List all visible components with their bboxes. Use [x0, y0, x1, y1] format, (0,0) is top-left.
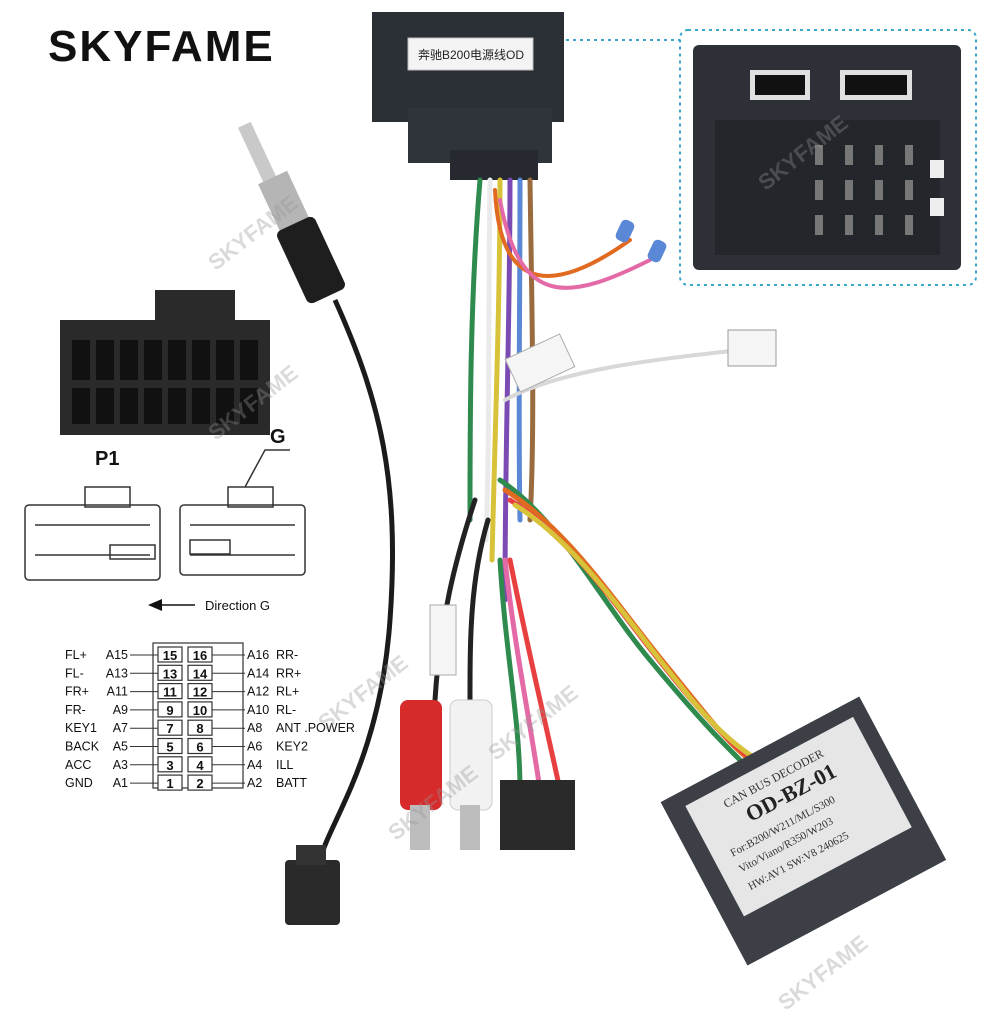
pin-name-left: FL+ — [65, 648, 87, 662]
pin-code-right: A4 — [247, 758, 262, 772]
iso-16pin-connector — [60, 290, 270, 435]
pin-name-right: ANT .POWER — [276, 721, 355, 735]
antenna-adapter-end — [285, 845, 340, 925]
pin-code-left: A3 — [113, 758, 128, 772]
blue-lead-terminal — [647, 239, 667, 263]
pin-number: 10 — [193, 703, 207, 718]
pin-number: 5 — [166, 740, 173, 755]
pin-name-right: KEY2 — [276, 740, 308, 754]
pin-number: 8 — [196, 721, 203, 736]
pin-name-left: FR- — [65, 703, 86, 717]
pin-number: 11 — [163, 685, 177, 700]
key1-wire-tag — [504, 333, 576, 393]
pin-number: 7 — [166, 721, 173, 736]
pin-code-right: A14 — [247, 666, 269, 680]
pin-name-left: GND — [65, 776, 93, 790]
pin-name-left: BACK — [65, 740, 100, 754]
steering-control-connector — [727, 329, 777, 367]
pin-number: 9 — [166, 703, 173, 718]
pin-number: 14 — [193, 666, 208, 681]
pin-number: 13 — [163, 666, 177, 681]
pin-name-left: FR+ — [65, 685, 89, 699]
pin-number: 15 — [163, 648, 177, 663]
pin-code-right: A10 — [247, 703, 269, 717]
pin-number: 1 — [166, 776, 173, 791]
pin-name-left: FL- — [65, 666, 84, 680]
pin-name-left: ACC — [65, 758, 91, 772]
pin-name-right: BATT — [276, 776, 307, 790]
pin-number: 6 — [196, 740, 203, 755]
pin-code-right: A8 — [247, 721, 262, 735]
pin-code-left: A15 — [106, 648, 128, 662]
rca-plug-white — [449, 699, 493, 850]
pin-number: 2 — [196, 776, 203, 791]
connector-face-closeup — [693, 45, 961, 270]
antenna-plug — [237, 121, 345, 304]
pin-name-right: RL- — [276, 703, 296, 717]
wire-bundle — [432, 177, 773, 793]
connector-zoom-frame — [679, 29, 977, 286]
pin-code-right: A6 — [247, 740, 262, 754]
pin-name-right: RR- — [276, 648, 298, 662]
direction-arrow — [148, 599, 195, 611]
pin-code-left: A9 — [113, 703, 128, 717]
g-connector-drawing — [179, 449, 306, 576]
pin-code-left: A5 — [113, 740, 128, 754]
pin-code-left: A11 — [107, 685, 128, 699]
brand-logo: SKYFAME — [48, 22, 275, 71]
pin-code-right: A16 — [247, 648, 269, 662]
direction-label: Direction G — [205, 598, 271, 613]
pin-number: 4 — [196, 758, 204, 773]
harness-plug — [500, 780, 575, 850]
aux-wire-tag — [429, 604, 457, 676]
pin-code-left: A7 — [113, 721, 128, 735]
pin-number: 16 — [193, 648, 207, 663]
can-bus-decoder — [660, 696, 947, 966]
antenna-cable — [317, 298, 396, 861]
pin-name-left: KEY1 — [65, 721, 97, 735]
pin-number: 12 — [193, 685, 207, 700]
blue-lead-terminal — [615, 219, 635, 243]
oem-connector-label: 奔驰B200电源线OD — [418, 48, 524, 62]
pin-name-right: ILL — [276, 758, 293, 772]
pin-code-left: A13 — [106, 666, 128, 680]
pin-name-right: RL+ — [276, 685, 299, 699]
oem-connector — [372, 12, 564, 180]
rca-plug-red — [400, 700, 442, 850]
p1-connector-drawing — [24, 486, 161, 581]
pin-code-right: A2 — [247, 776, 262, 790]
p1-label: P1 — [95, 448, 120, 470]
pin-name-right: RR+ — [276, 666, 301, 680]
pin-code-right: A12 — [247, 685, 269, 699]
pin-code-left: A1 — [113, 776, 128, 790]
pin-number: 3 — [166, 758, 173, 773]
g-label: G — [270, 426, 286, 448]
